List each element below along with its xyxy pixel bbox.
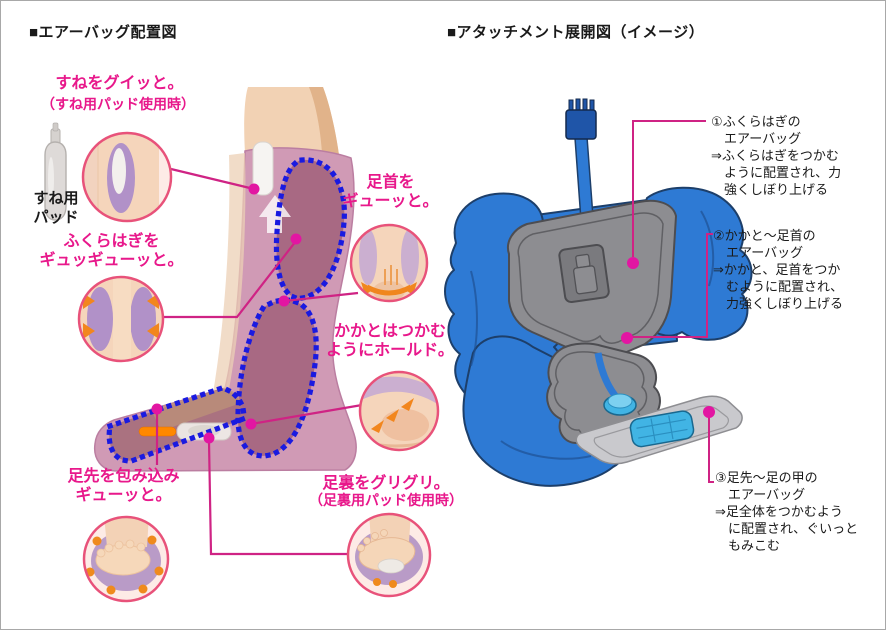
shin-pad-label: すね用 パッド — [33, 190, 79, 226]
foot-air-connector — [603, 393, 637, 416]
blue-shading-lines — [470, 210, 715, 460]
annotation-toe-instep-airbag: ③足先～足の甲の エアーバッグ ⇒足全体をつかむよう に配置され、ぐいっと もみ… — [715, 470, 859, 553]
callout-circle-calf — [77, 275, 165, 363]
toe-callout-title: 足先を包み込み ギューッと。 — [67, 468, 180, 504]
right-connector-lines — [631, 120, 714, 483]
callout-circle-toes — [82, 515, 170, 603]
foot-dotted-outline — [106, 385, 247, 464]
shin-callout-title: すねをグイッと。 — [55, 75, 184, 92]
foot-pad-cyan — [629, 410, 695, 448]
left-section-header: ■エアーバッグ配置図 — [29, 24, 178, 41]
callout-circle-ankle — [349, 223, 429, 303]
hose-plug-connector — [565, 98, 597, 140]
shin-callout-subtitle: （すね用パッド使用時） — [41, 96, 195, 112]
callout-circle-sole — [346, 512, 432, 598]
sole-callout-subtitle: （足裏用パッド使用時） — [309, 492, 463, 508]
heel-callout-title: かかとはつかむ ようにホールド。 — [326, 323, 454, 359]
shin-pad-bottle-icon — [44, 122, 67, 221]
up-arrow-icon — [259, 195, 291, 233]
annotation-calf-airbag: ①ふくらはぎの エアーバッグ ⇒ふくらはぎをつかむ ように配置され、力 強くしぼ… — [711, 114, 842, 197]
foot-top-tan — [151, 388, 241, 431]
shin-strip — [213, 153, 246, 393]
callout-circle-shin — [81, 131, 173, 223]
annotation-heel-ankle-airbag: ②かかと～足首の エアーバッグ ⇒かかと、足首をつか むように配置され、 力強く… — [713, 228, 844, 311]
bare-leg-shadow — [309, 87, 339, 155]
left-connector-dots — [151, 183, 302, 444]
ankle-callout-title: 足首を ギューッと。 — [342, 174, 439, 210]
sole-callout-title: 足裏をグリグリ。 — [322, 475, 450, 492]
right-connector-dots — [621, 257, 715, 418]
shin-pad — [252, 141, 274, 196]
attachment-illustration — [444, 98, 753, 487]
right-section-header: ■アタッチメント展開図（イメージ） — [447, 24, 705, 41]
air-hose — [574, 136, 594, 221]
left-connector-lines — [155, 167, 363, 556]
callout-circle-heel — [358, 370, 440, 452]
calf-callout-title: ふくらはぎを ギュッギューッと。 — [39, 233, 184, 269]
heel-dotted-outline — [235, 297, 319, 459]
buckle-hole — [558, 243, 610, 304]
calf-airbag-region — [276, 159, 345, 299]
